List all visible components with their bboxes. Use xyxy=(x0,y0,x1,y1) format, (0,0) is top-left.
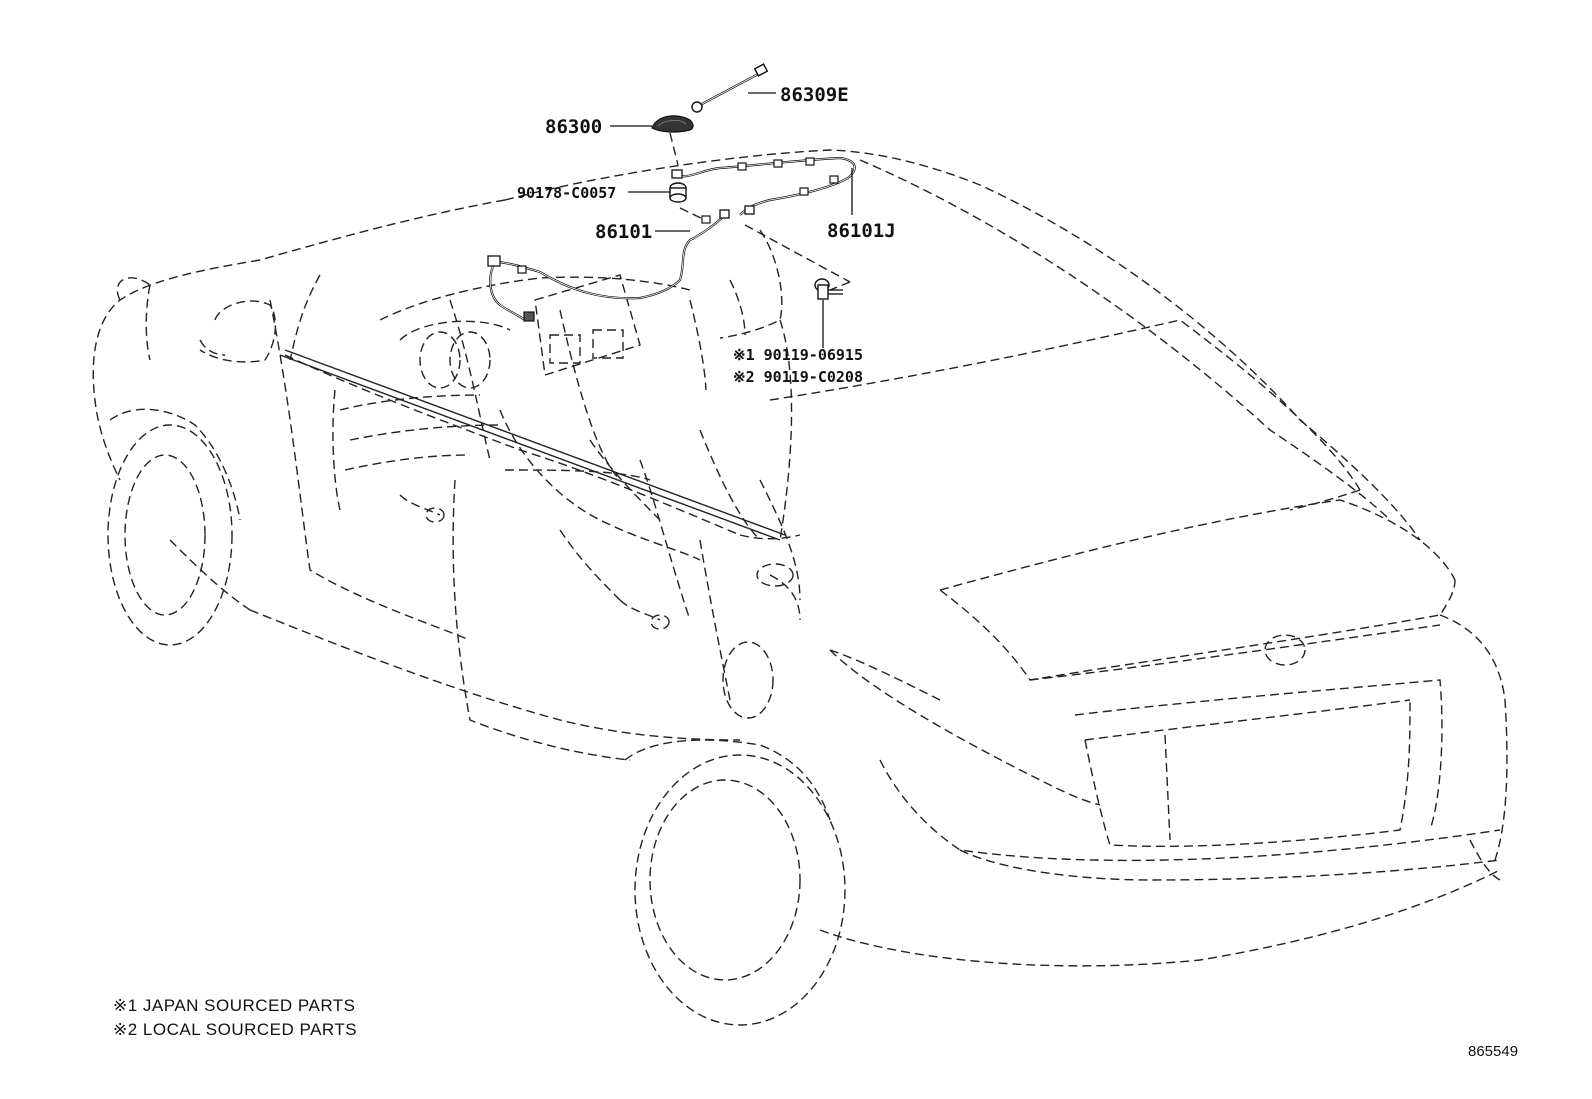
roof-rail-line xyxy=(279,354,781,541)
antenna-cable-86101 xyxy=(487,209,730,322)
antenna-cable-86101J xyxy=(671,156,856,216)
callout-90178-C0057: 90178-C0057 xyxy=(517,184,616,202)
callout-90119-06915: ※1 90119-06915 xyxy=(733,346,863,364)
nut-90178-C0057 xyxy=(669,182,687,203)
note-japan-sourced: ※1 JAPAN SOURCED PARTS xyxy=(113,996,356,1015)
roof-rail-line-inner xyxy=(284,349,786,536)
callout-86101J: 86101J xyxy=(827,220,896,242)
diagram-reference-number: 865549 xyxy=(1468,1043,1519,1060)
antenna-base-86300 xyxy=(651,115,694,133)
car-body-outline xyxy=(92,149,1508,1026)
callout-86300: 86300 xyxy=(545,116,602,138)
callout-labels: 86309E 86300 90178-C0057 86101 86101J ※1… xyxy=(517,84,896,386)
callout-90119-C0208: ※2 90119-C0208 xyxy=(733,368,863,386)
antenna-pole-86309E xyxy=(691,63,769,113)
note-local-sourced: ※2 LOCAL SOURCED PARTS xyxy=(113,1020,358,1039)
callout-86309E: 86309E xyxy=(780,84,849,106)
assembly-guide-lines xyxy=(669,132,851,291)
bolt-90119 xyxy=(814,278,843,300)
leader-lines xyxy=(610,92,853,348)
callout-86101: 86101 xyxy=(595,221,652,243)
